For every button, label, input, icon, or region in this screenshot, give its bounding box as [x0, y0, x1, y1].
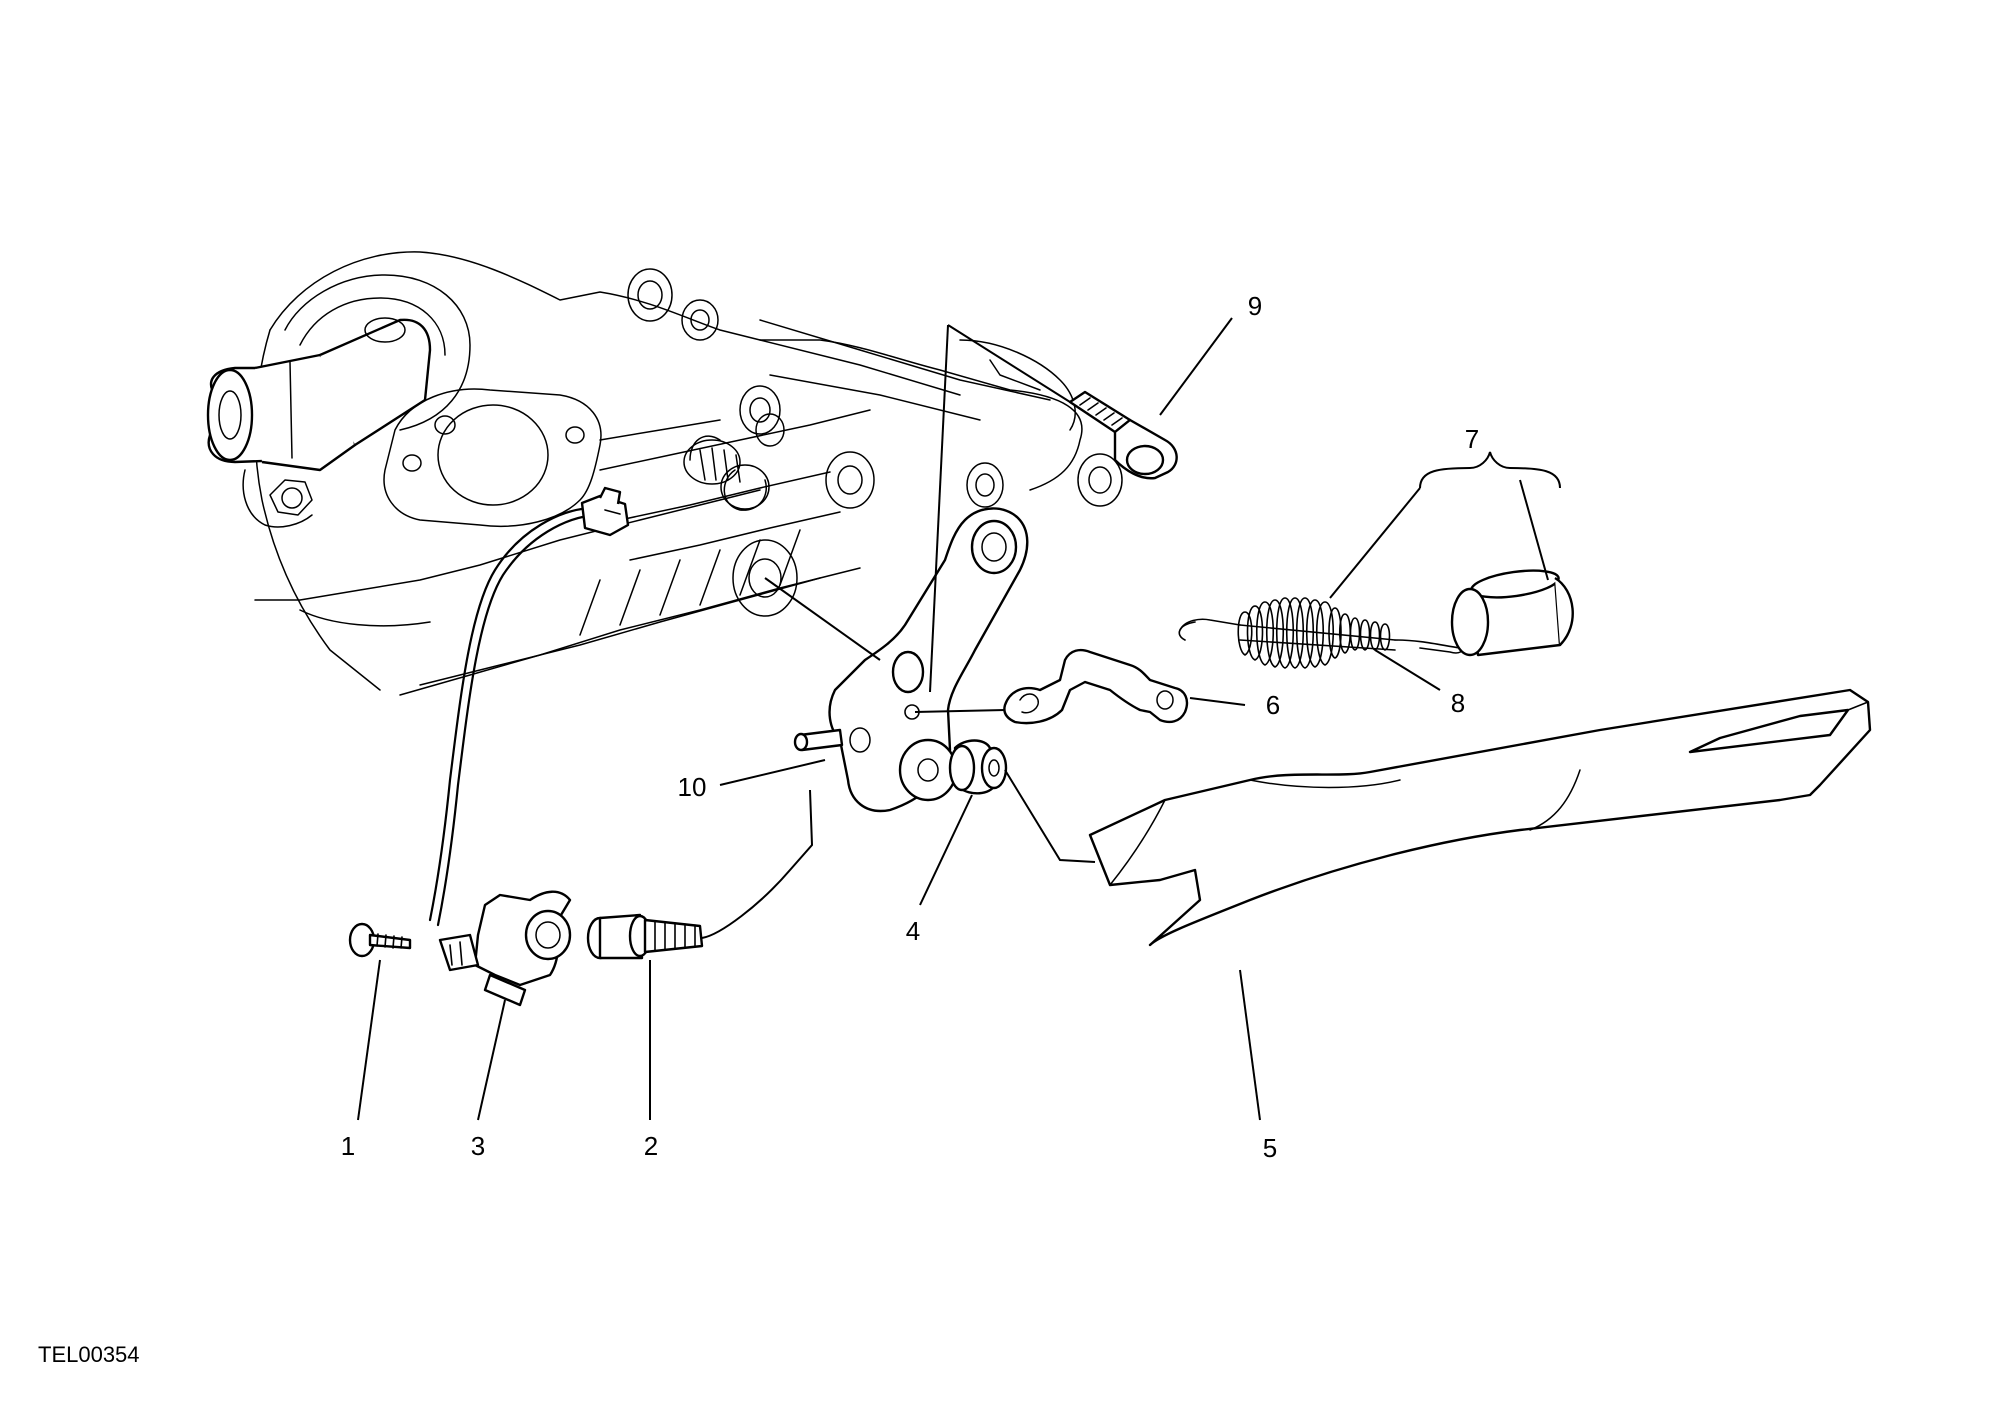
- sensor-cable: [428, 486, 630, 927]
- drawing-code: TEL00354: [38, 1342, 140, 1367]
- callout-1: 1: [341, 1131, 355, 1161]
- part-6-spring-plate: [1003, 648, 1189, 725]
- leader-lines: [357, 317, 1561, 1121]
- part-4-spacer: [948, 739, 1008, 795]
- part-2-pin: [586, 913, 704, 960]
- part-8-spring: [1178, 597, 1463, 669]
- part-10-stand-bracket: [793, 507, 1029, 813]
- callout-6: 6: [1266, 690, 1280, 720]
- callout-7: 7: [1465, 424, 1479, 454]
- engine-crankcase: [242, 251, 1123, 696]
- part-7-bushing: [1450, 569, 1574, 657]
- callout-9: 9: [1248, 291, 1262, 321]
- callout-labels: 9 7 6 8 10 4 1 3 2 5: [341, 291, 1479, 1163]
- callout-3: 3: [471, 1131, 485, 1161]
- callout-8: 8: [1451, 688, 1465, 718]
- callout-5: 5: [1263, 1133, 1277, 1163]
- part-9-bolt: [1068, 390, 1178, 480]
- part-3-stand-switch: [438, 890, 572, 1007]
- part-5-side-stand: [1088, 688, 1872, 947]
- part-1-screw: [348, 922, 412, 958]
- callout-4: 4: [906, 916, 920, 946]
- coolant-outlet-pipe: [206, 317, 432, 472]
- callout-10: 10: [678, 772, 707, 802]
- callout-2: 2: [644, 1131, 658, 1161]
